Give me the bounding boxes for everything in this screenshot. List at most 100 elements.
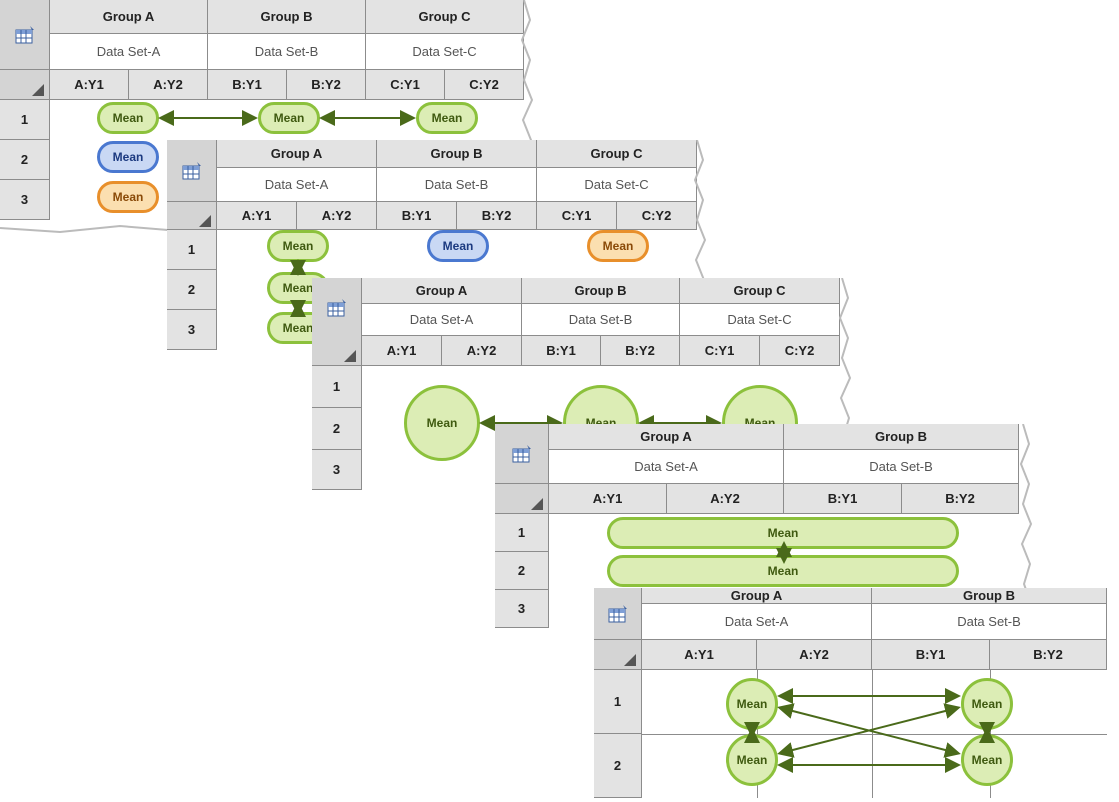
- column-header[interactable]: B:Y2: [902, 484, 1019, 514]
- dataset-label-a: Data Set-A: [642, 604, 872, 640]
- group-header-a: Group A: [549, 424, 784, 450]
- worksheet-panel-5: Group A Group B Data Set-A Data Set-B A:…: [594, 588, 1119, 802]
- column-header[interactable]: A:Y1: [549, 484, 667, 514]
- mean-pill[interactable]: Mean: [726, 678, 778, 730]
- row-header[interactable]: 2: [0, 140, 50, 180]
- mean-pill[interactable]: Mean: [267, 230, 329, 262]
- dataset-label-a: Data Set-A: [549, 450, 784, 484]
- row-header[interactable]: 2: [495, 552, 549, 590]
- mean-pill[interactable]: Mean: [97, 181, 159, 213]
- row-header[interactable]: 3: [495, 590, 549, 628]
- column-header[interactable]: B:Y1: [522, 336, 601, 366]
- row-header[interactable]: 1: [495, 514, 549, 552]
- column-header[interactable]: A:Y2: [129, 70, 208, 100]
- row-header[interactable]: 2: [312, 408, 362, 450]
- corner-triangle-cell: [312, 336, 362, 366]
- row-header[interactable]: 2: [167, 270, 217, 310]
- corner-triangle-cell: [167, 202, 217, 230]
- group-header-c: Group C: [366, 0, 524, 34]
- column-header[interactable]: B:Y1: [784, 484, 902, 514]
- column-header[interactable]: C:Y2: [760, 336, 840, 366]
- mean-pill[interactable]: Mean: [961, 678, 1013, 730]
- mean-pill[interactable]: Mean: [416, 102, 478, 134]
- column-header[interactable]: B:Y2: [457, 202, 537, 230]
- row-header[interactable]: 3: [312, 450, 362, 490]
- row-header[interactable]: 1: [594, 670, 642, 734]
- column-header[interactable]: B:Y2: [287, 70, 366, 100]
- corner-triangle-icon: [624, 653, 636, 666]
- group-header-b: Group B: [872, 588, 1107, 604]
- column-header[interactable]: B:Y1: [872, 640, 990, 670]
- table-icon: [15, 25, 34, 43]
- data-cell-divider: [642, 734, 1107, 735]
- table-icon-cell[interactable]: [495, 424, 549, 484]
- dataset-label-a: Data Set-A: [217, 168, 377, 202]
- corner-triangle-icon: [199, 214, 211, 227]
- row-header[interactable]: 3: [0, 180, 50, 220]
- table-icon-cell[interactable]: [312, 278, 362, 338]
- group-header-b: Group B: [208, 0, 366, 34]
- row-header[interactable]: 1: [167, 230, 217, 270]
- column-header[interactable]: A:Y2: [442, 336, 522, 366]
- table-icon: [327, 298, 346, 316]
- table-icon-cell[interactable]: [0, 0, 50, 70]
- column-header[interactable]: A:Y1: [50, 70, 129, 100]
- table-icon-cell[interactable]: [594, 588, 642, 640]
- column-header[interactable]: C:Y1: [366, 70, 445, 100]
- corner-triangle-icon: [32, 83, 44, 96]
- column-header[interactable]: B:Y1: [208, 70, 287, 100]
- column-header[interactable]: A:Y1: [362, 336, 442, 366]
- column-header[interactable]: B:Y2: [601, 336, 680, 366]
- row-header[interactable]: 3: [167, 310, 217, 350]
- row-header[interactable]: 2: [594, 734, 642, 798]
- column-header[interactable]: C:Y2: [445, 70, 524, 100]
- mean-pill[interactable]: Mean: [97, 102, 159, 134]
- column-header[interactable]: C:Y1: [680, 336, 760, 366]
- mean-pill[interactable]: Mean: [97, 141, 159, 173]
- group-header-a: Group A: [217, 140, 377, 168]
- dataset-label-b: Data Set-B: [784, 450, 1019, 484]
- corner-triangle-icon: [531, 497, 543, 510]
- group-header-c: Group C: [680, 278, 840, 304]
- corner-triangle-icon: [344, 349, 356, 362]
- mean-pill[interactable]: Mean: [961, 734, 1013, 786]
- column-header[interactable]: C:Y2: [617, 202, 697, 230]
- dataset-label-b: Data Set-B: [522, 304, 680, 336]
- column-header[interactable]: A:Y1: [642, 640, 757, 670]
- corner-triangle-cell: [594, 640, 642, 670]
- dataset-label-b: Data Set-B: [208, 34, 366, 70]
- dataset-label-c: Data Set-C: [366, 34, 524, 70]
- column-header[interactable]: B:Y1: [377, 202, 457, 230]
- dataset-label-b: Data Set-B: [872, 604, 1107, 640]
- column-header[interactable]: A:Y2: [667, 484, 784, 514]
- worksheet-panel-1: Group A Group B Group C Data Set-A Data …: [0, 0, 545, 234]
- mean-pill[interactable]: Mean: [607, 517, 959, 549]
- mean-pill[interactable]: Mean: [427, 230, 489, 262]
- column-header[interactable]: C:Y1: [537, 202, 617, 230]
- mean-pill[interactable]: Mean: [726, 734, 778, 786]
- mean-pill[interactable]: Mean: [607, 555, 959, 587]
- dataset-label-c: Data Set-C: [680, 304, 840, 336]
- column-header[interactable]: A:Y1: [217, 202, 297, 230]
- row-header[interactable]: 1: [312, 366, 362, 408]
- dataset-label-b: Data Set-B: [377, 168, 537, 202]
- mean-pill[interactable]: Mean: [258, 102, 320, 134]
- group-header-b: Group B: [377, 140, 537, 168]
- row-header[interactable]: 1: [0, 100, 50, 140]
- column-header[interactable]: B:Y2: [990, 640, 1107, 670]
- group-header-a: Group A: [362, 278, 522, 304]
- group-header-c: Group C: [537, 140, 697, 168]
- column-header[interactable]: A:Y2: [757, 640, 872, 670]
- group-header-b: Group B: [522, 278, 680, 304]
- table-icon: [182, 161, 201, 179]
- dataset-label-a: Data Set-A: [362, 304, 522, 336]
- group-header-a: Group A: [642, 588, 872, 604]
- table-icon: [512, 444, 531, 462]
- corner-triangle-cell: [0, 70, 50, 100]
- dataset-label-c: Data Set-C: [537, 168, 697, 202]
- mean-pill[interactable]: Mean: [404, 385, 480, 461]
- column-header[interactable]: A:Y2: [297, 202, 377, 230]
- dataset-label-a: Data Set-A: [50, 34, 208, 70]
- mean-pill[interactable]: Mean: [587, 230, 649, 262]
- table-icon-cell[interactable]: [167, 140, 217, 202]
